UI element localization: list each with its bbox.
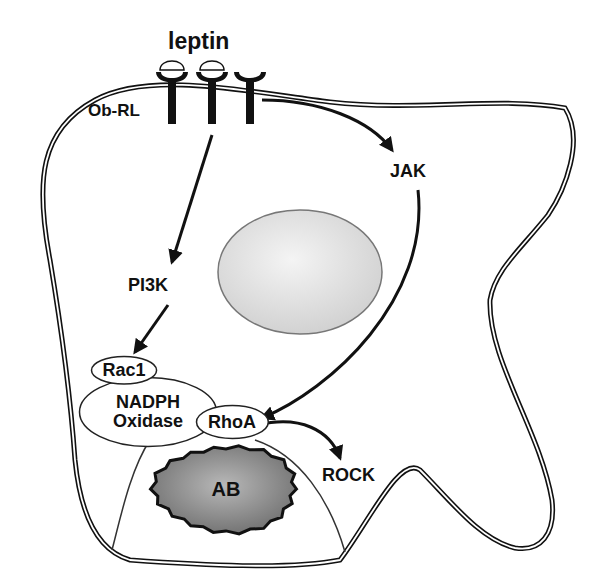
node-text: AB — [212, 479, 241, 500]
ligand-label: leptin — [168, 30, 229, 53]
kinase-label: PI3K — [128, 276, 168, 294]
receptor-label: Ob-RL — [88, 102, 140, 119]
cell-membrane — [43, 85, 574, 566]
protein-ellipse: NADPH Oxidase — [78, 376, 218, 448]
phagosome-membrane — [112, 440, 345, 552]
protein-ellipse: Rac1 — [90, 355, 158, 386]
nucleus — [218, 210, 382, 334]
protein-ellipse: RhoA — [195, 404, 270, 440]
receptors — [156, 61, 266, 124]
node-text: Rac1 — [102, 361, 145, 380]
apoptotic-body: AB — [150, 442, 302, 536]
kinase-label: ROCK — [322, 466, 375, 484]
node-text: NADPH Oxidase — [104, 393, 192, 431]
kinase-label: JAK — [390, 162, 426, 180]
node-text: RhoA — [208, 413, 256, 432]
